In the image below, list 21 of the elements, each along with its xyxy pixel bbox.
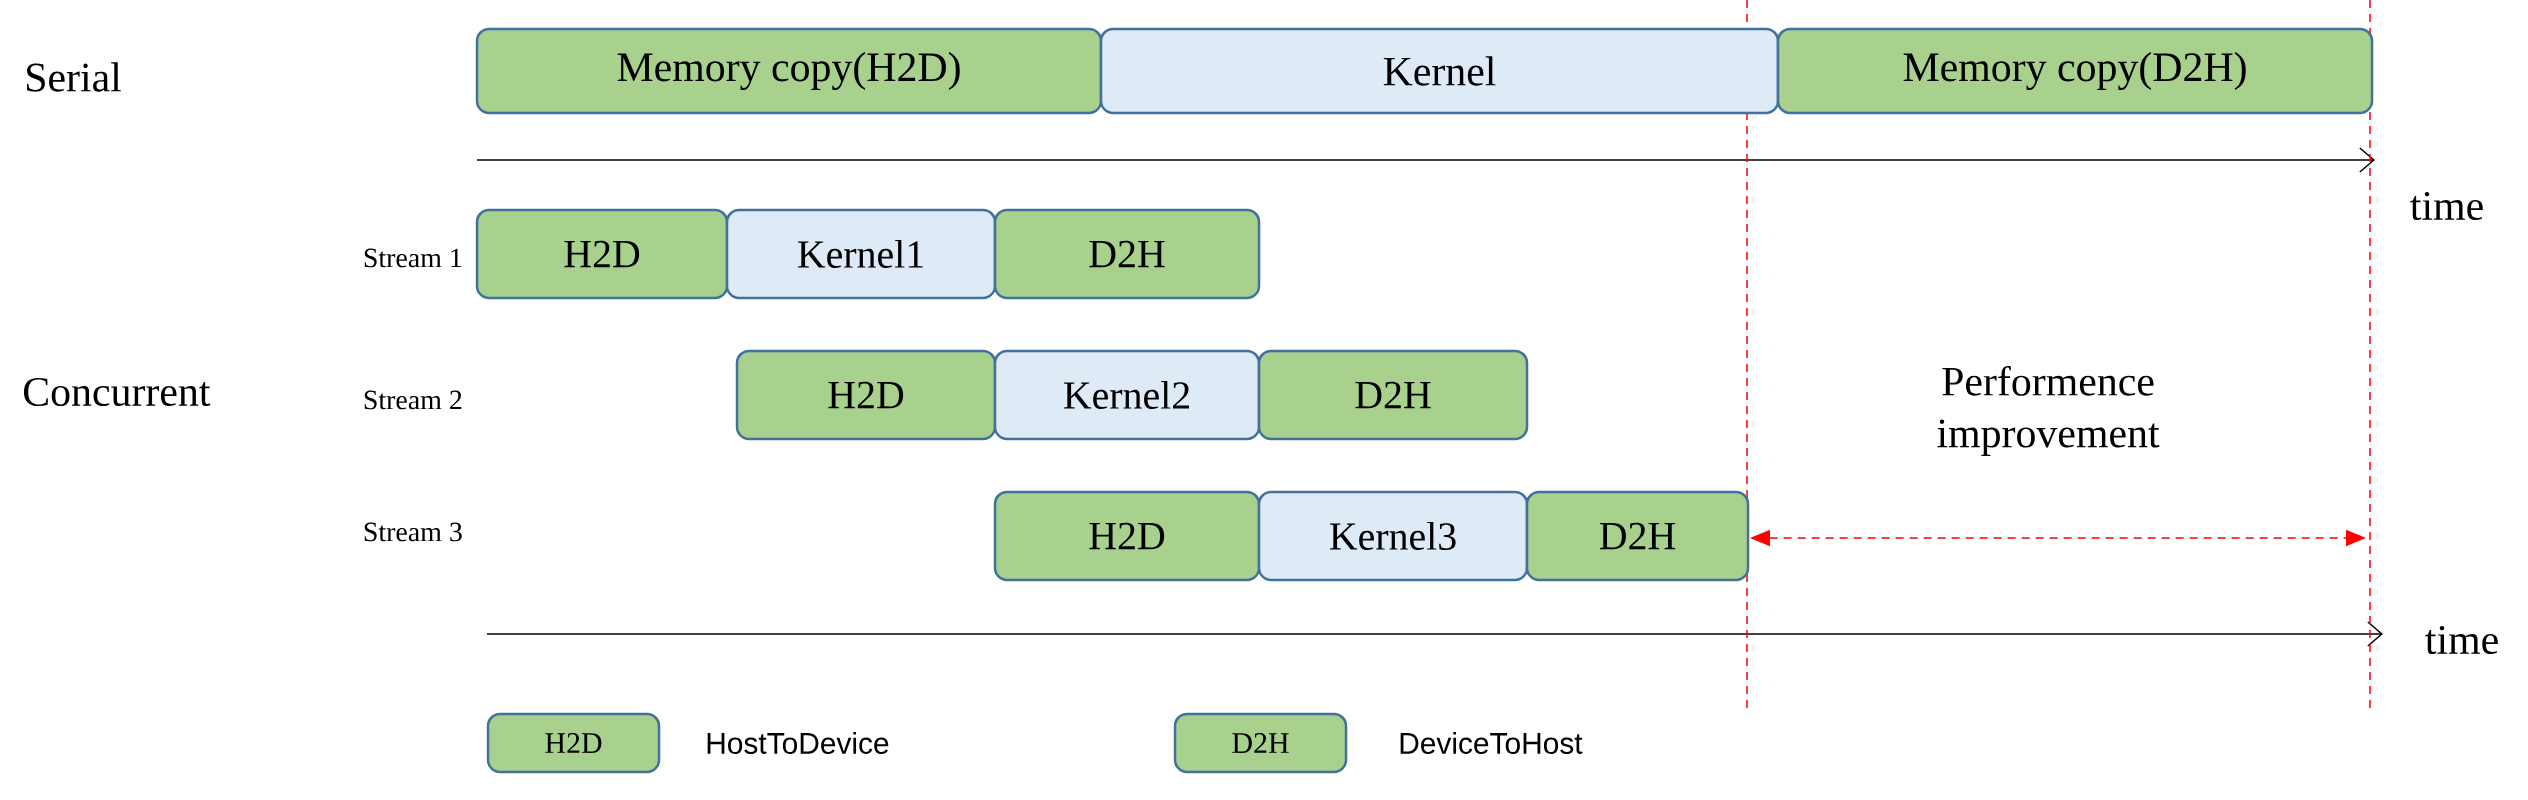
legend-text: HostToDevice — [707, 732, 889, 754]
row-label: Stream 2 — [364, 390, 462, 410]
row-label: Concurrent — [23, 377, 211, 407]
task-box: D2H — [993, 208, 1261, 300]
task-box: H2D — [475, 208, 729, 300]
legend-text: DeviceToHost — [1400, 732, 1583, 754]
task-box: H2D — [993, 490, 1261, 582]
task-box: Kernel1 — [725, 208, 997, 300]
task-box: D2H — [1257, 349, 1529, 441]
task-box: Kernel2 — [993, 349, 1261, 441]
task-box: Kernel — [1099, 27, 1780, 115]
axis-label: time — [2410, 191, 2483, 221]
task-box: D2H — [1525, 490, 1750, 582]
axis-label: time — [2425, 625, 2498, 655]
task-box: Memory copy(D2H) — [1776, 27, 2374, 115]
row-label: Stream 3 — [364, 522, 462, 542]
task-box: H2D — [735, 349, 997, 441]
task-box: Memory copy(H2D) — [475, 27, 1103, 115]
annotation-text: Performence improvement — [1937, 365, 2160, 457]
task-box: Kernel3 — [1257, 490, 1529, 582]
row-label: Serial — [27, 62, 121, 92]
